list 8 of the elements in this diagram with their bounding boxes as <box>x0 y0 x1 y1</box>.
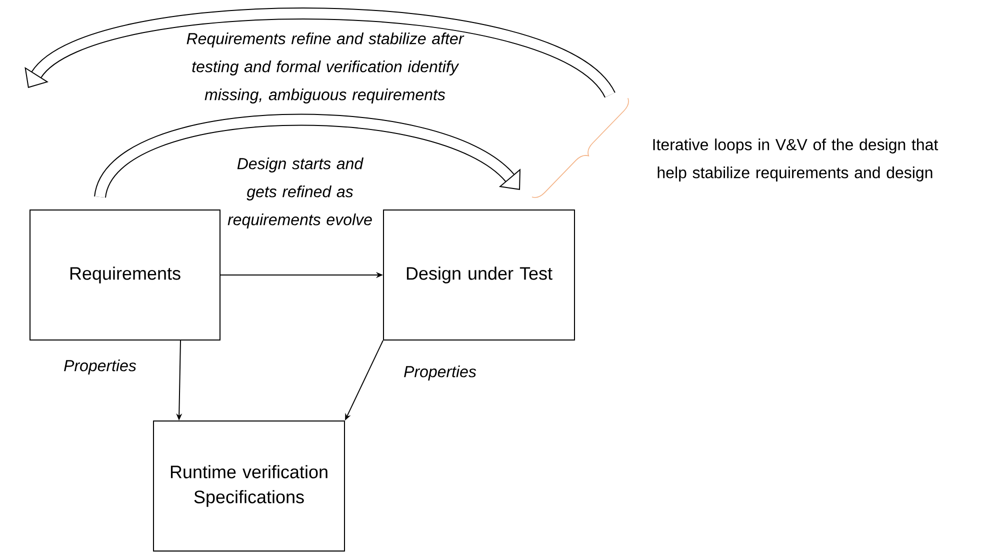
process-box: Requirements <box>30 210 220 340</box>
arrow-caption: Design starts and gets refined as requirements evolve <box>228 158 372 228</box>
arrow-caption: Requirements refine and stabilize after testing and formal verification identify missing, ambiguous requirements <box>186 32 464 104</box>
process-box: Design under Test <box>383 210 575 340</box>
edge-label: Properties <box>404 366 476 380</box>
edge-label: Properties <box>64 360 136 374</box>
process-box: Runtime verification Specifications <box>153 420 345 552</box>
note: Iterative loops in V&V of the design that help stabilize requirements and design <box>653 138 938 182</box>
